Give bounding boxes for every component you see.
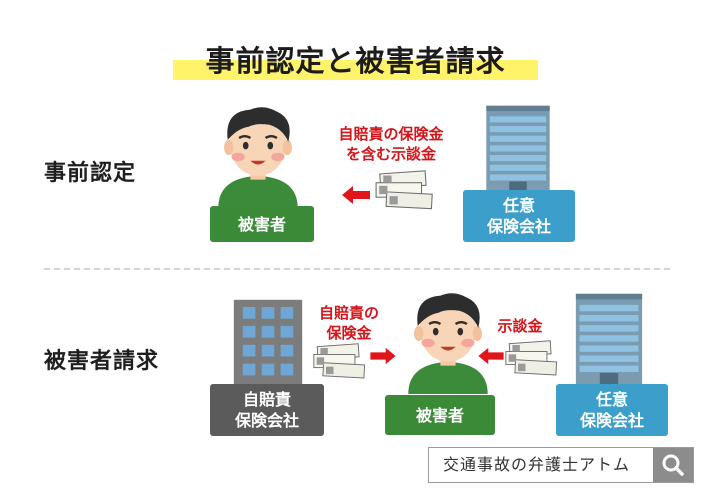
search-button[interactable] [653, 448, 693, 482]
insurance-building-icon [480, 104, 556, 192]
section-label-victim-claim: 被害者請求 [44, 349, 160, 374]
victim-box-label: 被害者 [237, 214, 286, 234]
jibaiseki-insurer-box: 自賠責 保険会社 [210, 384, 324, 436]
search-icon [662, 454, 684, 476]
title-area: 事前認定と被害者請求 [173, 38, 538, 84]
annotation-line: 保険金 [326, 324, 372, 342]
annotation-settlement: 自賠責の保険金 を含む示談金 [326, 124, 456, 164]
victim-box: 被害者 [385, 395, 495, 435]
section-divider [44, 268, 670, 270]
annotation-jibaiseki-payment: 自賠責の 保険金 [312, 303, 386, 343]
section-label-pre-approval: 事前認定 [44, 161, 137, 186]
annotation-line: を含む示談金 [345, 145, 436, 163]
insurer-label-line: 保険会社 [486, 217, 551, 236]
victim-person-icon [208, 104, 308, 208]
money-stack-icon [312, 343, 368, 381]
jibaiseki-label-line: 自賠責 [242, 390, 291, 409]
search-bar[interactable]: 交通事故の弁護士アトム [428, 447, 694, 483]
voluntary-insurer-box: 任意 保険会社 [556, 384, 668, 436]
jibaiseki-label-line: 保険会社 [234, 411, 299, 430]
jibaiseki-building-icon [228, 298, 308, 388]
money-stack-icon [374, 170, 436, 212]
insurer-label-line: 任意 [502, 196, 535, 215]
money-stack-icon [504, 340, 560, 378]
page-title: 事前認定と被害者請求 [205, 44, 506, 78]
arrow-right-icon [370, 347, 396, 365]
search-text: 交通事故の弁護士アトム [443, 455, 631, 474]
victim-box-label: 被害者 [415, 405, 464, 425]
insurance-building-icon [572, 292, 646, 384]
victim-box: 被害者 [210, 206, 314, 242]
insurer-label-line: 保険会社 [579, 411, 644, 430]
victim-person-icon [398, 290, 498, 394]
arrow-left-icon [342, 185, 370, 205]
voluntary-insurer-box: 任意 保険会社 [463, 190, 575, 242]
insurer-label-line: 任意 [595, 390, 628, 409]
annotation-line: 自賠責の保険金 [338, 125, 444, 143]
annotation-settlement-short: 示談金 [497, 317, 543, 335]
arrow-left-icon [478, 347, 504, 365]
annotation-line: 自賠責の [318, 304, 379, 322]
title-highlight [173, 60, 538, 80]
